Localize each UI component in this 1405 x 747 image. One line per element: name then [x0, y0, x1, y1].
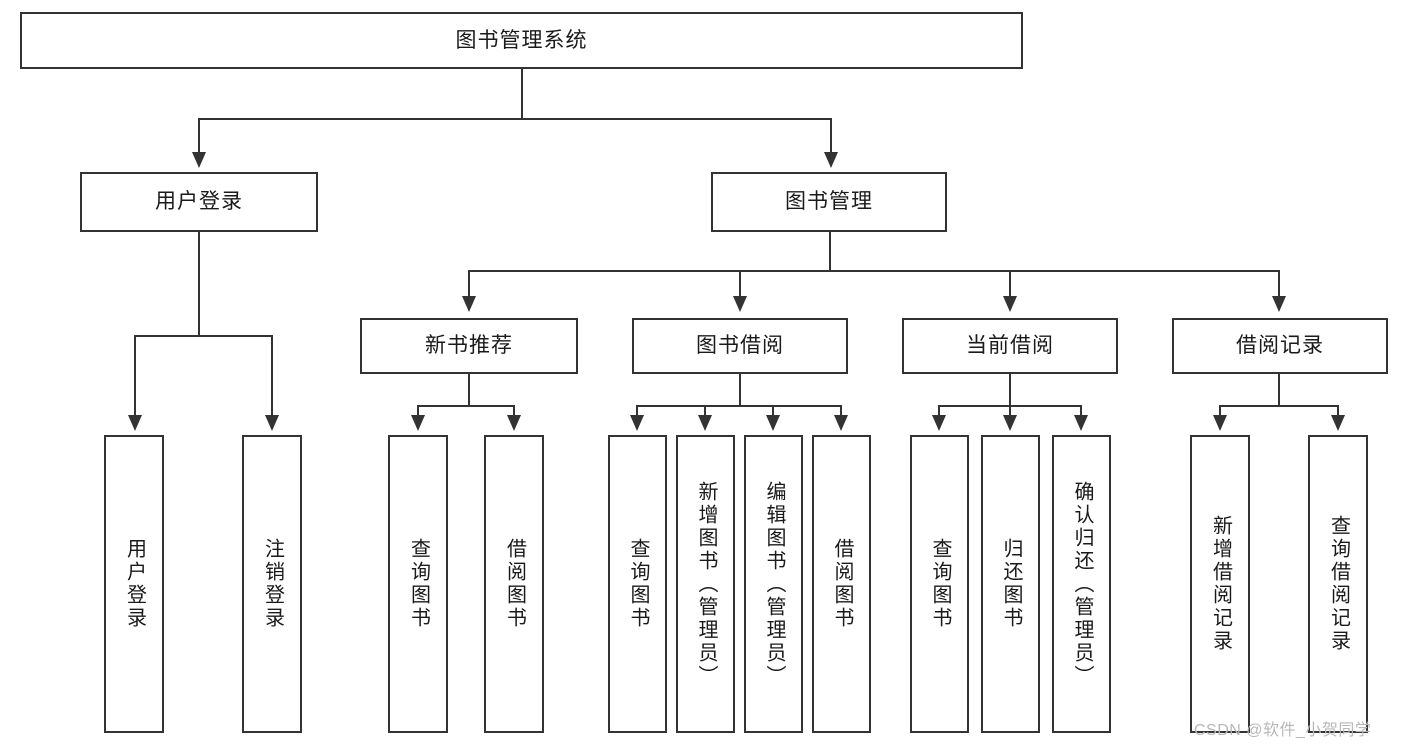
- connector-user-login-stem: [198, 232, 200, 336]
- connector-book-manage-bus: [468, 270, 1279, 272]
- node-leaf-query-books-2-label: 查询图书: [627, 538, 649, 630]
- node-current-borrow-label: 当前借阅: [966, 334, 1054, 358]
- node-leaf-query-books-3-label: 查询图书: [929, 538, 951, 630]
- node-root-label: 图书管理系统: [455, 28, 588, 52]
- arrow-leaf-query-books-1: [411, 415, 425, 431]
- connector-bm-child-1: [468, 270, 470, 298]
- node-leaf-add-record[interactable]: 新增借阅记录: [1190, 435, 1250, 733]
- node-leaf-edit-book-label: 编辑图书（管理员）: [763, 480, 785, 688]
- connector-br-child-2: [1337, 405, 1339, 417]
- node-leaf-return-book[interactable]: 归还图书: [981, 435, 1040, 733]
- node-user-login-label: 用户登录: [155, 190, 243, 214]
- node-leaf-query-books-3[interactable]: 查询图书: [910, 435, 969, 733]
- arrow-leaf-edit-book: [766, 415, 780, 431]
- connector-bb-child-1: [636, 405, 638, 417]
- connector-book-manage-stem: [829, 232, 831, 272]
- node-leaf-query-record-label: 查询借阅记录: [1327, 515, 1350, 653]
- node-leaf-confirm-return-label: 确认归还（管理员）: [1071, 480, 1093, 688]
- connector-book-borrow-bus: [636, 405, 842, 407]
- connector-to-book-manage: [830, 118, 832, 154]
- node-leaf-user-login[interactable]: 用户登录: [104, 435, 164, 733]
- node-leaf-borrow-books-1[interactable]: 借阅图书: [484, 435, 544, 733]
- arrow-leaf-logout: [265, 415, 279, 431]
- arrow-leaf-borrow-books-1: [507, 415, 521, 431]
- connector-bb-child-2: [704, 405, 706, 417]
- arrow-leaf-query-books-2: [630, 415, 644, 431]
- connector-user-login-child-2: [271, 335, 273, 417]
- arrow-leaf-confirm-return: [1074, 415, 1088, 431]
- node-leaf-borrow-books-1-label: 借阅图书: [503, 538, 526, 630]
- node-leaf-query-books-1[interactable]: 查询图书: [388, 435, 448, 733]
- arrow-leaf-add-book: [698, 415, 712, 431]
- node-leaf-borrow-books-2-label: 借阅图书: [831, 538, 853, 630]
- connector-bm-child-4: [1278, 270, 1280, 298]
- connector-root-stem: [521, 69, 523, 119]
- connector-cb-child-2: [1009, 405, 1011, 417]
- connector-br-child-1: [1219, 405, 1221, 417]
- connector-to-user-login: [198, 118, 200, 154]
- connector-nbr-child-2: [513, 405, 515, 417]
- arrow-to-book-borrow: [733, 296, 747, 312]
- node-book-borrow[interactable]: 图书借阅: [632, 318, 848, 374]
- node-new-book-rec[interactable]: 新书推荐: [360, 318, 578, 374]
- arrow-leaf-borrow-books-2: [834, 415, 848, 431]
- node-leaf-query-books-2[interactable]: 查询图书: [608, 435, 667, 733]
- connector-bm-child-3: [1009, 270, 1011, 298]
- connector-current-borrow-stem: [1009, 374, 1011, 406]
- connector-user-login-child-1: [134, 335, 136, 417]
- arrow-to-book-manage: [824, 152, 838, 168]
- node-root[interactable]: 图书管理系统: [20, 12, 1023, 69]
- connector-user-login-bus: [134, 335, 272, 337]
- node-leaf-edit-book[interactable]: 编辑图书（管理员）: [744, 435, 803, 733]
- arrow-leaf-return-book: [1003, 415, 1017, 431]
- connector-bb-child-4: [840, 405, 842, 417]
- node-leaf-add-record-label: 新增借阅记录: [1209, 515, 1232, 653]
- connector-cb-child-3: [1080, 405, 1082, 417]
- node-book-manage[interactable]: 图书管理: [711, 172, 947, 232]
- arrow-to-current-borrow: [1003, 296, 1017, 312]
- connector-borrow-record-stem: [1278, 374, 1280, 406]
- connector-new-book-rec-stem: [468, 374, 470, 406]
- arrow-to-new-book-rec: [462, 296, 476, 312]
- node-leaf-query-books-1-label: 查询图书: [407, 538, 430, 630]
- node-user-login[interactable]: 用户登录: [80, 172, 318, 232]
- arrow-leaf-user-login: [128, 415, 142, 431]
- node-leaf-logout-label: 注销登录: [261, 538, 284, 630]
- node-leaf-return-book-label: 归还图书: [1000, 538, 1022, 630]
- node-borrow-record-label: 借阅记录: [1236, 334, 1324, 358]
- connector-nbr-child-1: [417, 405, 419, 417]
- node-leaf-confirm-return[interactable]: 确认归还（管理员）: [1052, 435, 1111, 733]
- connector-bm-child-2: [739, 270, 741, 298]
- connector-bb-child-3: [772, 405, 774, 417]
- connector-root-bus: [198, 118, 832, 120]
- connector-new-book-rec-bus: [417, 405, 515, 407]
- connector-book-borrow-stem: [739, 374, 741, 406]
- node-leaf-borrow-books-2[interactable]: 借阅图书: [812, 435, 871, 733]
- node-current-borrow[interactable]: 当前借阅: [902, 318, 1118, 374]
- node-leaf-query-record[interactable]: 查询借阅记录: [1308, 435, 1368, 733]
- node-book-borrow-label: 图书借阅: [696, 334, 784, 358]
- node-leaf-user-login-label: 用户登录: [123, 538, 146, 630]
- arrow-leaf-query-books-3: [932, 415, 946, 431]
- node-leaf-add-book[interactable]: 新增图书（管理员）: [676, 435, 735, 733]
- arrow-to-borrow-record: [1272, 296, 1286, 312]
- connector-borrow-record-bus: [1219, 405, 1338, 407]
- connector-cb-child-1: [938, 405, 940, 417]
- arrow-leaf-add-record: [1213, 415, 1227, 431]
- node-new-book-rec-label: 新书推荐: [425, 334, 513, 358]
- node-leaf-add-book-label: 新增图书（管理员）: [695, 480, 717, 688]
- node-leaf-logout[interactable]: 注销登录: [242, 435, 302, 733]
- arrow-leaf-query-record: [1331, 415, 1345, 431]
- node-book-manage-label: 图书管理: [785, 190, 873, 214]
- node-borrow-record[interactable]: 借阅记录: [1172, 318, 1388, 374]
- arrow-to-user-login: [192, 152, 206, 168]
